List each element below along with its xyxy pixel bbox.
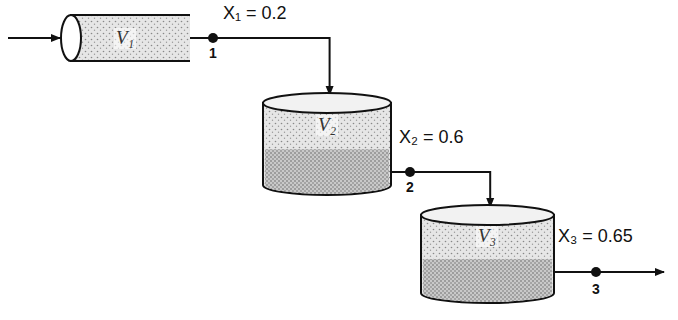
reactor-outline <box>262 92 392 196</box>
volume-label: V₁ <box>114 28 136 49</box>
outlet-stream <box>555 271 664 273</box>
conversion-label: X₃ = 0.65 <box>557 227 634 247</box>
conversion-label: X₂ = 0.6 <box>398 128 465 148</box>
reactor-vessel: V₁ <box>60 14 190 62</box>
inlet-stream <box>8 37 60 39</box>
stream-line <box>190 38 330 95</box>
stream-number: 1 <box>208 46 218 61</box>
reactor-outline <box>420 204 555 304</box>
volume-label: V₃ <box>476 226 498 247</box>
stream-point <box>591 267 601 277</box>
stream-number: 3 <box>591 282 601 297</box>
stream-number: 2 <box>405 180 415 195</box>
stream-line <box>392 172 490 207</box>
reactor-vessel: V₂ <box>262 92 392 196</box>
reactor-vessel: V₃ <box>420 204 555 304</box>
volume-label: V₂ <box>316 115 338 136</box>
conversion-label: X₁ = 0.2 <box>222 4 288 24</box>
